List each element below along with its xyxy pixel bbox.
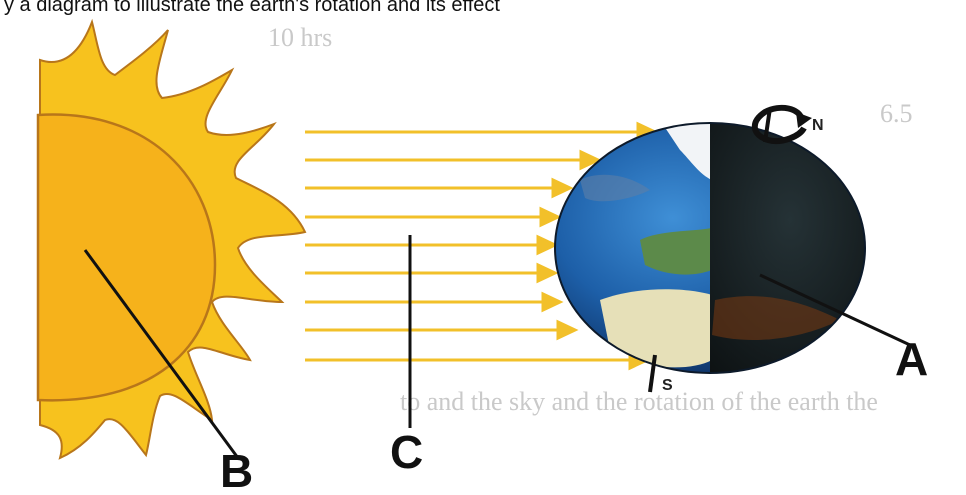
earth-night-side — [710, 123, 865, 373]
south-pole-label: S — [662, 377, 673, 394]
arrow-head — [579, 149, 602, 171]
label-a-line — [759, 273, 911, 347]
top-caption-text: y a diagram to illustrate the earth's ro… — [4, 0, 500, 16]
arrow-head — [539, 206, 562, 228]
arrow-head — [556, 319, 579, 341]
night-city-lights — [712, 296, 840, 340]
faint-text-3: to and the sky and the rotation of the e… — [400, 387, 878, 416]
faint-text-1: 10 hrs — [268, 23, 332, 52]
north-pole-label: N — [812, 117, 824, 134]
ice-cap — [660, 123, 712, 180]
cloud-swirl — [580, 174, 650, 202]
africa-landmass — [600, 289, 712, 368]
label-b-line — [83, 249, 240, 459]
sun-disc — [36, 113, 217, 402]
arrow-head — [541, 291, 564, 313]
label-c: C — [390, 426, 423, 478]
faint-text-2: 6.5 — [880, 99, 913, 128]
label-b: B — [220, 445, 253, 495]
label-a: A — [895, 333, 928, 385]
rotation-arrow-icon — [751, 104, 812, 144]
arrow-head — [551, 177, 574, 199]
europe-landmass — [640, 228, 712, 275]
sunlight-arrows — [305, 121, 659, 371]
earth — [554, 122, 866, 374]
arrow-head — [536, 262, 559, 284]
continents — [580, 123, 712, 368]
sun — [36, 18, 307, 460]
arrow-head — [536, 234, 559, 256]
